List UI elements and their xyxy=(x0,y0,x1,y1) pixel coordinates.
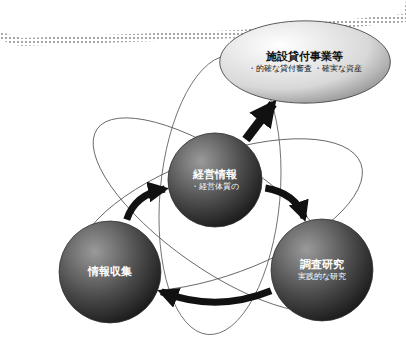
node-body: ・経営体質の xyxy=(191,182,239,192)
orbit-line xyxy=(59,107,382,322)
sphere-node: 経営情報・経営体質の xyxy=(167,132,263,228)
cycle-arrow xyxy=(127,189,165,220)
block-arrow xyxy=(246,104,273,140)
node-body: 実践的な研究 xyxy=(298,272,346,282)
cycle-arrow xyxy=(161,291,271,302)
sphere-node: 調査研究実践的な研究 xyxy=(270,218,374,322)
node-body: ・的確な貸付審査 ・確実な資産 xyxy=(248,64,363,74)
node-heading: 施設貸付事業等 xyxy=(266,50,343,64)
node-heading: 調査研究 xyxy=(300,258,344,272)
sphere-node: 施設貸付事業等・的確な貸付審査 ・確実な資産 xyxy=(218,20,392,104)
cycle-arrow xyxy=(265,188,304,218)
node-heading: 経営情報 xyxy=(193,168,237,182)
sphere-node: 情報収集 xyxy=(58,220,162,324)
node-heading: 情報収集 xyxy=(88,265,132,279)
